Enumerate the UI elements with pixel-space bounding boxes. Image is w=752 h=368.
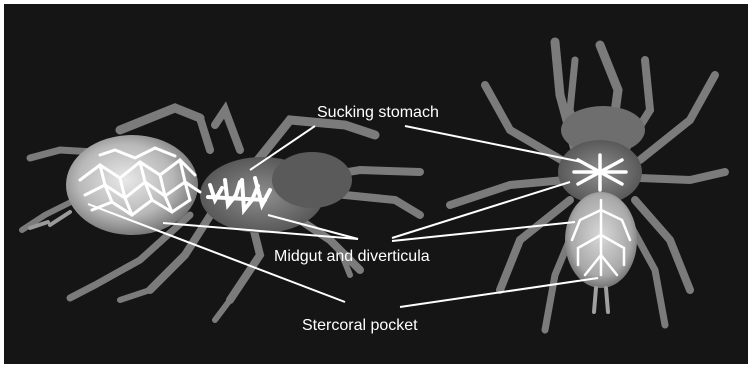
label-sucking-stomach: Sucking stomach <box>317 104 439 122</box>
right-spinnerets <box>594 288 608 312</box>
right-spider-ventral-view <box>450 42 725 330</box>
leader-midgut-right-abdomen <box>392 222 575 241</box>
label-midgut-and-diverticula: Midgut and diverticula <box>274 248 430 266</box>
left-spider-lateral-view <box>22 108 420 320</box>
label-stercoral-pocket: Stercoral pocket <box>302 317 418 335</box>
leader-sucking-right <box>405 126 582 162</box>
left-chelicerae <box>272 152 352 208</box>
